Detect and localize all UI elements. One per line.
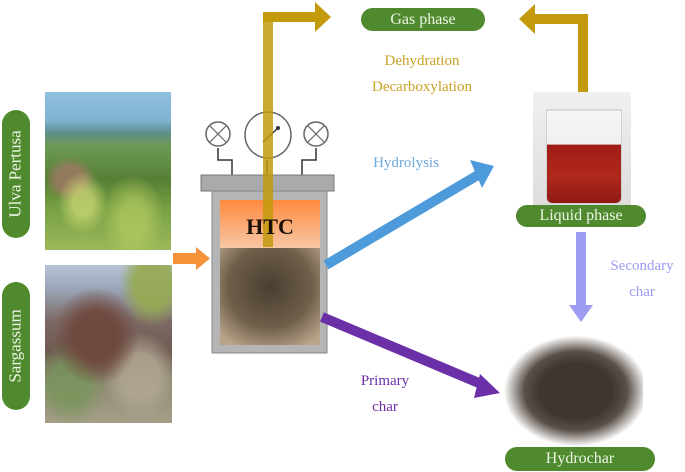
gas-phase-label: Gas phase — [361, 8, 485, 31]
beaker-icon — [546, 109, 622, 204]
feed-arrow — [173, 247, 210, 270]
ulva-pertusa-label: Ulva Pertusa — [2, 110, 30, 238]
primary-char-text: char — [372, 399, 398, 415]
htc-label: HTC — [246, 214, 294, 239]
secondary-char-arrow — [569, 232, 593, 322]
ulva-pertusa-photo — [45, 92, 171, 250]
dehydration-label: Dehydration Decarboxylation — [358, 48, 486, 100]
hydrolysis-label: Hydrolysis — [373, 155, 439, 171]
hydrochar-label: Hydrochar — [505, 447, 655, 471]
secondary-char-label: Secondary char — [602, 253, 682, 305]
secondary-char-text: char — [629, 284, 655, 300]
sargassum-label: Sargassum — [2, 282, 30, 410]
hydrolysis-arrow — [323, 160, 494, 270]
secondary-text: Secondary — [610, 258, 674, 274]
right-valve-icon — [303, 121, 329, 147]
left-valve-icon — [205, 121, 231, 147]
liquid-phase-label: Liquid phase — [516, 205, 646, 227]
liquid-phase-photo — [533, 92, 631, 208]
gas-arrow-liquid — [519, 4, 588, 98]
sargassum-photo — [45, 265, 172, 423]
hydrochar-photo — [503, 335, 643, 447]
primary-char-label: Primary char — [350, 368, 420, 420]
gas-arrow-reactor — [263, 2, 331, 247]
decarboxylation-text: Decarboxylation — [372, 79, 472, 95]
dehydration-text: Dehydration — [384, 53, 460, 69]
primary-char-arrow — [320, 312, 500, 398]
primary-text: Primary — [360, 373, 410, 389]
